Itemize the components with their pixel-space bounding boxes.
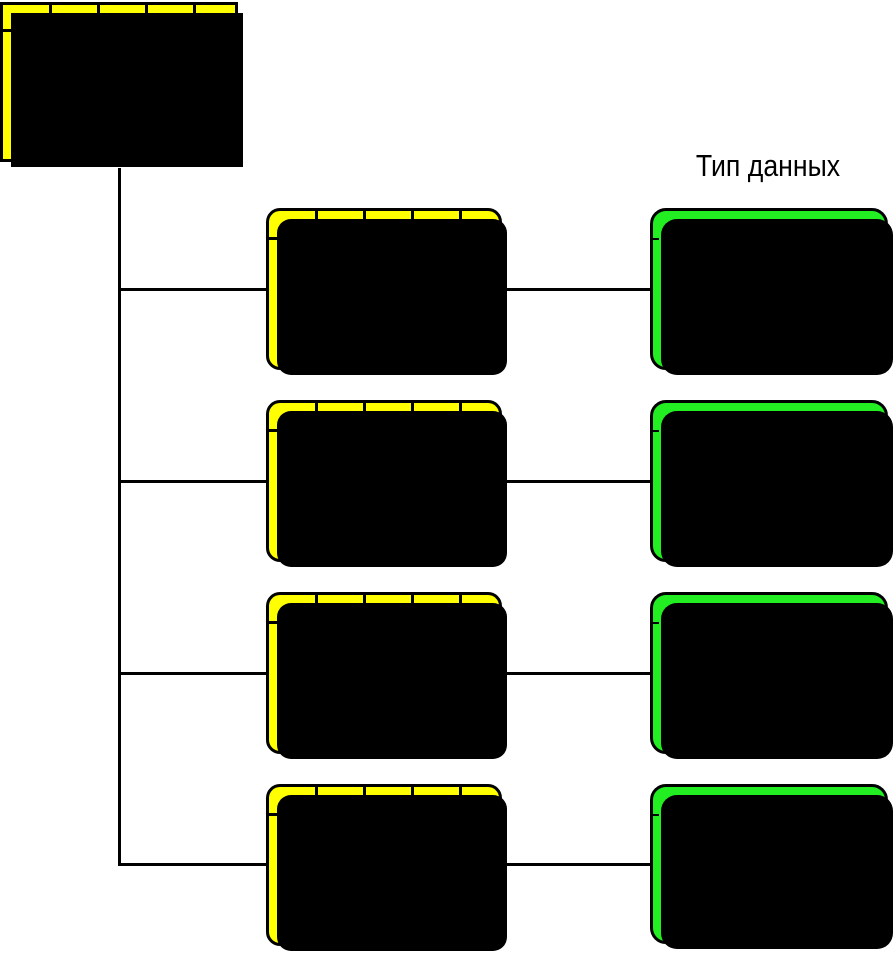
branch-line-1 xyxy=(118,288,268,291)
branch-line-4 xyxy=(118,863,268,866)
datatype-node-2: Char (n) xyxy=(650,400,893,567)
field-label-1: Номер клиента xyxy=(360,264,457,342)
datatype-node-1: Number (n) xyxy=(650,208,893,375)
field-label-3: Фамилия 2 xyxy=(342,670,475,704)
trunk-line xyxy=(118,168,121,866)
field-node-3: Фамилия 2 xyxy=(266,592,507,759)
root-table-node: Таблица клиента xyxy=(0,2,243,167)
datatype-node-4: Decimal (n, m) xyxy=(650,784,893,949)
datatype-label-4: Decimal (n, m) xyxy=(722,840,816,917)
datatype-label-3: Char (n) xyxy=(721,665,817,698)
link-line-3 xyxy=(500,672,652,675)
field-label-4: Номер класса xyxy=(367,840,450,918)
datatype-label-2: Char (n) xyxy=(721,469,817,502)
datatype-node-3: Char (n) xyxy=(650,592,893,759)
datatype-label-1: Number (n) xyxy=(703,287,835,320)
link-line-2 xyxy=(500,480,652,483)
field-node-1: Номер клиента xyxy=(266,208,507,375)
link-line-4 xyxy=(500,863,652,866)
branch-line-2 xyxy=(118,480,268,483)
field-label-2: Фамилия 1 xyxy=(342,478,475,512)
datatype-heading: Тип данных xyxy=(695,148,841,183)
field-node-2: Фамилия 1 xyxy=(266,400,507,567)
field-node-4: Номер класса xyxy=(266,784,507,951)
link-line-1 xyxy=(500,288,652,291)
root-table-label: Таблица клиента xyxy=(94,56,196,134)
branch-line-3 xyxy=(118,672,268,675)
